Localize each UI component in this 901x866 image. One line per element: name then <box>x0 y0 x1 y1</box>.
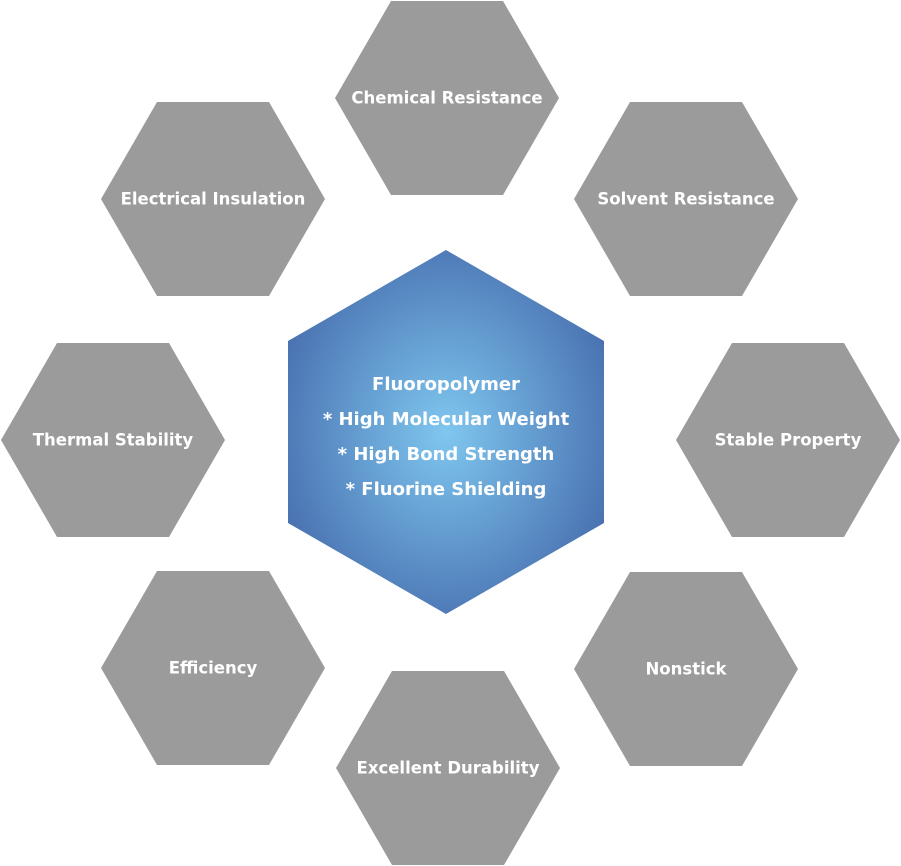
center-hexagon-group: Fluoropolymer * High Molecular Weight * … <box>288 250 604 614</box>
center-line-bond-strength: * High Bond Strength <box>338 444 555 465</box>
property-hex-efficiency: Efficiency <box>101 571 325 765</box>
hexagon-shape <box>336 671 560 865</box>
property-hex-thermal-stability: Thermal Stability <box>1 343 225 537</box>
hexagon-shape <box>335 1 559 195</box>
center-line-molecular-weight: * High Molecular Weight <box>323 409 570 430</box>
property-hex-solvent-resistance: Solvent Resistance <box>574 102 798 296</box>
property-label: Nonstick <box>645 660 727 679</box>
property-label: Chemical Resistance <box>351 89 542 108</box>
property-hex-stable-property: Stable Property <box>676 343 900 537</box>
center-line-title: Fluoropolymer <box>372 374 520 395</box>
hexagon-shape <box>574 102 798 296</box>
center-line-fluorine-shielding: * Fluorine Shielding <box>346 479 547 500</box>
center-hexagon <box>288 250 604 614</box>
hexagon-shape <box>574 572 798 766</box>
hexagon-shape <box>1 343 225 537</box>
property-hex-excellent-durability: Excellent Durability <box>336 671 560 865</box>
property-hex-nonstick: Nonstick <box>574 572 798 766</box>
hexagon-shape <box>101 571 325 765</box>
property-label: Efficiency <box>169 659 258 678</box>
hexagon-shape <box>101 102 325 296</box>
property-label: Thermal Stability <box>33 431 194 450</box>
property-label: Solvent Resistance <box>597 190 774 209</box>
hexagon-shape <box>676 343 900 537</box>
property-label: Stable Property <box>715 431 862 450</box>
property-label: Electrical Insulation <box>121 190 306 209</box>
property-label: Excellent Durability <box>357 759 540 778</box>
property-hex-chemical-resistance: Chemical Resistance <box>335 1 559 195</box>
property-hex-electrical-insulation: Electrical Insulation <box>101 102 325 296</box>
